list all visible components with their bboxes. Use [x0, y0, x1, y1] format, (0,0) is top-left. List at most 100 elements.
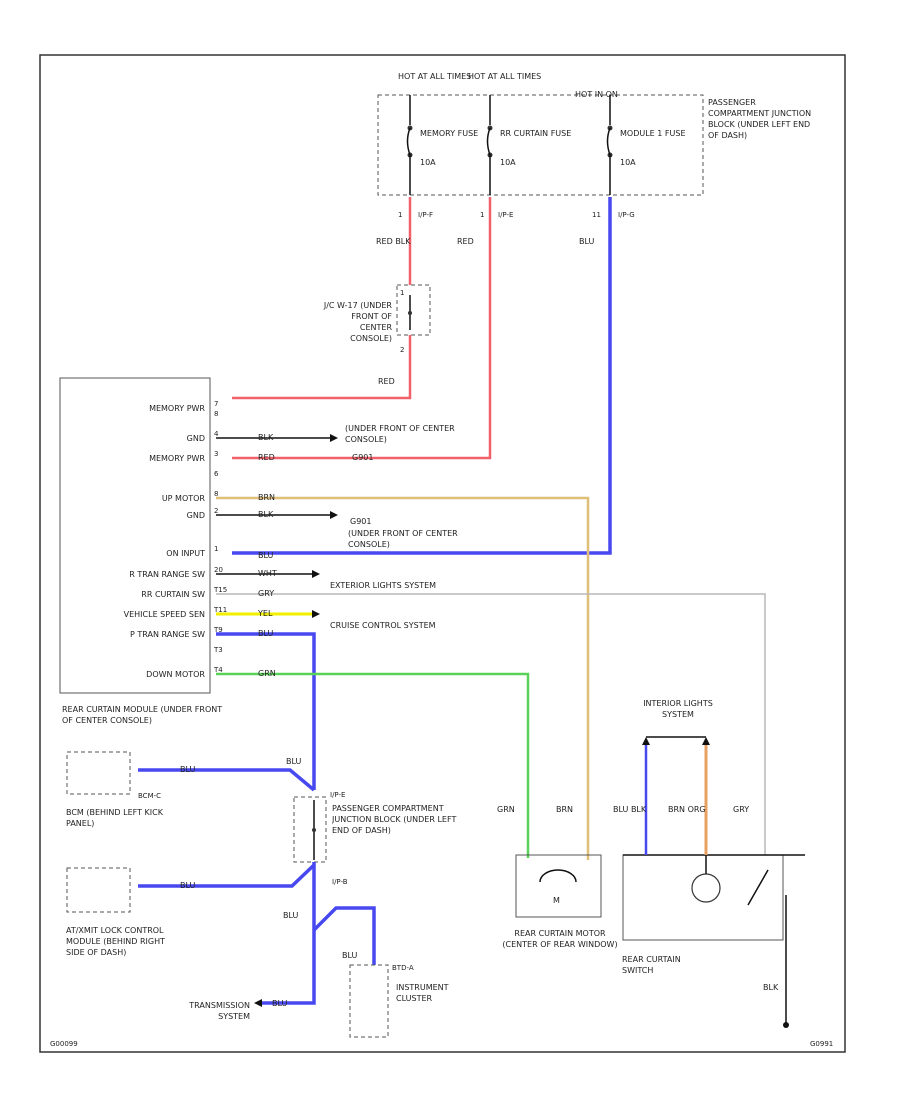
module-pin-number: 6	[214, 470, 219, 478]
wire-label-red-3: RED	[258, 453, 275, 462]
trans-arrow	[254, 999, 262, 1007]
dest-cruise: CRUISE CONTROL SYSTEM	[330, 621, 436, 630]
fuse3-pin: 11	[592, 211, 601, 219]
wire-label-blu-8: BLU	[283, 911, 299, 920]
int-lights-box: INTERIOR LIGHTS SYSTEM	[643, 699, 713, 719]
fuse-module-amps: 10A	[620, 158, 636, 167]
wire-label-gry-1: GRY	[258, 589, 274, 598]
wire-blu-bcm	[138, 768, 316, 792]
ground2-label: (UNDER FRONT OF CENTER CONSOLE)	[348, 529, 458, 549]
wire-label-blk-1: BLK	[258, 433, 274, 442]
ic-outline	[349, 964, 389, 1038]
wire-label-blk-2: BLK	[258, 510, 274, 519]
jc-label-box: J/C W-17 (UNDER FRONT OF CENTER CONSOLE)	[324, 301, 392, 343]
fuse-memory-amps: 10A	[420, 158, 436, 167]
module-pin-label: R TRAN RANGE SW	[129, 570, 205, 579]
switch-name: REAR CURTAIN SWITCH	[622, 955, 681, 975]
wire-gry-rr-curtain-sw	[216, 593, 766, 855]
wire-label-red-blk: RED BLK	[376, 237, 411, 246]
jb2-outline	[293, 796, 327, 863]
ic-name: INSTRUMENT CLUSTER	[396, 983, 449, 1003]
wire-label-blu-2: BLU	[258, 551, 274, 560]
module-name: REAR CURTAIN MODULE (UNDER FRONT OF CENT…	[62, 705, 223, 725]
fuse-rr-curtain-amps: 10A	[500, 158, 516, 167]
jc-outline	[396, 284, 431, 336]
wire-label-blk-3: BLK	[763, 983, 779, 992]
dest-ext-lights: EXTERIOR LIGHTS SYSTEM	[330, 581, 436, 590]
module-pin-number: 1	[214, 545, 218, 553]
module-pin-label: RR CURTAIN SW	[141, 590, 205, 599]
module-pin-number: 7	[214, 400, 218, 408]
fuse-module-name: MODULE 1 FUSE	[620, 129, 686, 138]
bcm-conn-label: BCM-C	[138, 792, 161, 800]
wire-red-memory-pwr-2	[232, 197, 492, 460]
ground-arrow-2	[330, 511, 338, 519]
ic-conn: BTD-A	[392, 964, 414, 972]
fuse-module: MODULE 1 FUSE 10A	[606, 95, 686, 195]
switch-contact	[747, 869, 769, 906]
wire-grn-down-motor	[216, 672, 530, 858]
fuse1-pin: 1	[398, 211, 402, 219]
fuse2-pin: 1	[480, 211, 484, 219]
motor-symbol: M	[553, 896, 560, 905]
trans-dest-box: TRANSMISSION SYSTEM	[189, 1001, 250, 1021]
hot-label-1: HOT AT ALL TIMES	[398, 72, 471, 81]
wire-label-yel: YEL	[257, 609, 273, 618]
footer-right: G0991	[810, 1040, 833, 1048]
fuse-rr-curtain-name: RR CURTAIN FUSE	[500, 129, 571, 138]
wire-label-grn-1: GRN	[258, 669, 276, 678]
wire-label-blu-5: BLU	[286, 757, 302, 766]
switch-lamp	[691, 873, 721, 903]
fuse2-conn: I/P-E	[498, 211, 513, 219]
module-pin-label: P TRAN RANGE SW	[130, 630, 205, 639]
module-pin-label: GND	[187, 511, 205, 520]
fuse3-conn: I/P-G	[618, 211, 635, 219]
module-pin-number: 8	[214, 410, 218, 418]
module-pin-number: 3	[214, 450, 218, 458]
jb2-name: PASSENGER COMPARTMENT JUNCTION BLOCK (UN…	[332, 804, 457, 835]
atx-connector-outline	[66, 867, 131, 913]
motor-name-box: REAR CURTAIN MOTOR (CENTER OF REAR WINDO…	[502, 929, 617, 949]
module-pin-label: ON INPUT	[166, 549, 205, 558]
module-pin-label: GND	[187, 434, 205, 443]
fuse-block-name: PASSENGER COMPARTMENT JUNCTION BLOCK (UN…	[708, 98, 812, 140]
module-pin-label: UP MOTOR	[162, 494, 206, 503]
module-pin-number: T9	[213, 626, 223, 634]
fuse-block-name-box: PASSENGER COMPARTMENT JUNCTION BLOCK (UN…	[708, 98, 812, 140]
wire-label-blu-9: BLU	[342, 951, 358, 960]
ground2-box: (UNDER FRONT OF CENTER CONSOLE)	[348, 529, 458, 549]
wire-label-brn-org: BRN ORG	[668, 805, 706, 814]
hot-label-3: HOT IN ON	[575, 90, 618, 99]
diagram-frame	[39, 54, 846, 1053]
bcm-name: BCM (BEHIND LEFT KICK PANEL)	[66, 808, 163, 828]
ground-arrow-1	[330, 434, 338, 442]
wire-label-blu-4: BLU	[180, 765, 196, 774]
wire-red-memory-pwr	[232, 335, 412, 400]
fuse-memory: MEMORY FUSE 10A	[406, 95, 478, 195]
wire-label-wht: WHT	[258, 569, 277, 578]
wire-label-blu-3: BLU	[258, 629, 274, 638]
module-pin-number: T11	[213, 606, 227, 614]
wire-label-blu-1: BLU	[579, 237, 595, 246]
jb2-conn2: I/P-B	[332, 878, 348, 886]
module-pin-number: 2	[214, 507, 218, 515]
motor-box	[515, 854, 602, 918]
motor-symbol-arc	[539, 869, 577, 883]
atx-name: AT/XMIT LOCK CONTROL MODULE (BEHIND RIGH…	[66, 926, 166, 957]
wire-blu-ic	[312, 906, 376, 965]
jc-pin-bot: 2	[400, 346, 404, 354]
wire-label-grn-2: GRN	[497, 805, 515, 814]
atx-name-box: AT/XMIT LOCK CONTROL MODULE (BEHIND RIGH…	[66, 926, 166, 957]
wire-blu-p-range	[216, 632, 316, 790]
rear-curtain-module-box	[59, 377, 211, 694]
wire-blu-trans	[262, 862, 316, 1005]
fuse-memory-name: MEMORY FUSE	[420, 129, 478, 138]
ground2-code: G901	[350, 517, 371, 526]
module-pin-number: T3	[213, 646, 223, 654]
module-pin-number: 20	[214, 566, 223, 574]
module-pin-label: MEMORY PWR	[149, 454, 205, 463]
switch-name-box: REAR CURTAIN SWITCH	[622, 955, 681, 975]
ext-lights-arrow	[312, 570, 320, 578]
wire-label-red-2: RED	[378, 377, 395, 386]
